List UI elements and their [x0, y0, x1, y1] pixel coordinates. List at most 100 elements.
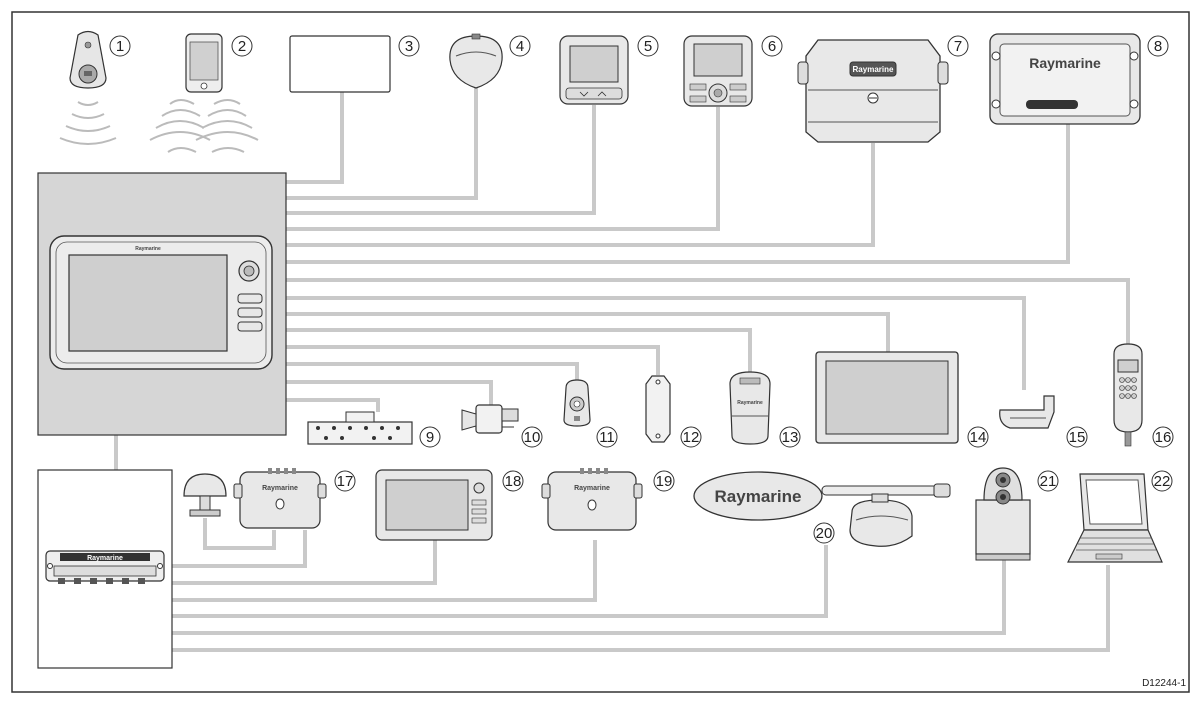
cable-17 — [172, 530, 307, 568]
cable-group — [114, 85, 1130, 652]
label-circle-11 — [596, 426, 618, 448]
label-circle-15 — [1066, 426, 1088, 448]
label-circle-8 — [1147, 35, 1169, 57]
label-circle-20 — [813, 522, 835, 544]
instrument-display-icon — [559, 35, 629, 105]
label-circle-18 — [502, 470, 524, 492]
cable-21 — [172, 560, 1006, 635]
label-circle-17 — [334, 470, 356, 492]
reference-code: D12244-1 — [1142, 678, 1186, 689]
sonar-module-icon: Raymarine — [797, 39, 949, 143]
cable-22 — [172, 565, 1110, 652]
cable-20 — [172, 545, 828, 618]
device-number-12: 12 — [683, 429, 700, 446]
device-number-20: 20 — [816, 525, 833, 542]
module-17-brand: Raymarine — [262, 485, 298, 492]
satellite-receiver-icon: Raymarine — [729, 371, 771, 445]
cable-16 — [286, 278, 1130, 345]
secondary-display-icon — [375, 469, 493, 541]
label-circle-7 — [947, 35, 969, 57]
label-circle-1 — [109, 35, 131, 57]
network-module-icon: Raymarine — [541, 468, 643, 531]
label-circle-3 — [398, 35, 420, 57]
receiver-brand: Raymarine — [737, 400, 763, 406]
device-number-21: 21 — [1040, 473, 1057, 490]
cable-18 — [172, 540, 437, 585]
antenna-with-module-icon: Raymarine — [183, 468, 327, 529]
wireless-remote-icon — [59, 30, 117, 145]
cable-4 — [286, 85, 478, 200]
device-number-2: 2 — [238, 38, 246, 55]
radar-scanner-icon: Raymarine — [693, 471, 951, 547]
label-circle-14 — [967, 426, 989, 448]
device-number-5: 5 — [644, 38, 652, 55]
network-switch-icon: Raymarine — [45, 550, 165, 584]
label-circle-21 — [1037, 470, 1059, 492]
device-number-15: 15 — [1069, 429, 1086, 446]
junction-box-icon — [645, 375, 671, 443]
multifunction-display-icon: Raymarine — [49, 235, 273, 370]
label-circle-6 — [761, 35, 783, 57]
vhf-handset-icon — [1113, 343, 1143, 447]
device-number-8: 8 — [1154, 38, 1162, 55]
cable-14 — [286, 312, 890, 352]
device-number-10: 10 — [524, 429, 541, 446]
label-circle-4 — [509, 35, 531, 57]
gps-antenna-icon — [449, 33, 503, 89]
label-circle-9 — [419, 426, 441, 448]
device-number-7: 7 — [954, 38, 962, 55]
label-circle-12 — [680, 426, 702, 448]
device-number-17: 17 — [337, 473, 354, 490]
label-circle-19 — [653, 470, 675, 492]
label-circle-10 — [521, 426, 543, 448]
connector-block-icon — [307, 411, 413, 445]
cable-9 — [286, 398, 380, 412]
cable-12 — [286, 345, 660, 375]
transducer-icon — [999, 395, 1055, 429]
external-monitor-icon — [815, 351, 959, 444]
cable-11 — [286, 362, 579, 380]
device-number-13: 13 — [782, 429, 799, 446]
device-number-4: 4 — [516, 38, 524, 55]
module-8-brand: Raymarine — [1029, 55, 1101, 71]
device-number-18: 18 — [505, 473, 522, 490]
switch-brand: Raymarine — [87, 555, 123, 562]
remote-keypad-icon — [563, 379, 591, 427]
label-circle-13 — [779, 426, 801, 448]
radar-brand: Raymarine — [715, 487, 802, 506]
laptop-icon — [1067, 473, 1163, 563]
device-number-9: 9 — [426, 429, 434, 446]
device-number-6: 6 — [768, 38, 776, 55]
module-19-brand: Raymarine — [574, 485, 610, 492]
sonar-brand: Raymarine — [853, 65, 894, 74]
cable-5 — [286, 105, 596, 215]
label-circle-2 — [231, 35, 253, 57]
blank-display-icon — [289, 35, 391, 93]
device-number-19: 19 — [656, 473, 673, 490]
cable-3 — [286, 92, 344, 184]
device-number-16: 16 — [1155, 429, 1172, 446]
cable-10 — [286, 380, 493, 405]
raymarine-module-icon: Raymarine — [989, 33, 1141, 125]
cable-7 — [286, 143, 875, 247]
cable-17a — [203, 518, 276, 550]
device-number-11: 11 — [599, 429, 615, 446]
main-display-brand: Raymarine — [135, 246, 161, 252]
smartphone-icon — [149, 33, 259, 153]
cable-15 — [286, 296, 1026, 390]
cable-8 — [286, 124, 1070, 264]
cable-19 — [172, 540, 597, 602]
label-circle-16 — [1152, 426, 1174, 448]
device-number-14: 14 — [970, 429, 987, 446]
device-number-1: 1 — [116, 38, 124, 55]
device-number-3: 3 — [405, 38, 413, 55]
pilot-controller-icon — [683, 35, 753, 107]
video-camera-icon — [461, 404, 519, 434]
cable-13 — [286, 328, 752, 372]
label-circle-22 — [1151, 470, 1173, 492]
cable-6 — [286, 107, 720, 231]
label-circle-5 — [637, 35, 659, 57]
device-number-22: 22 — [1154, 473, 1171, 490]
